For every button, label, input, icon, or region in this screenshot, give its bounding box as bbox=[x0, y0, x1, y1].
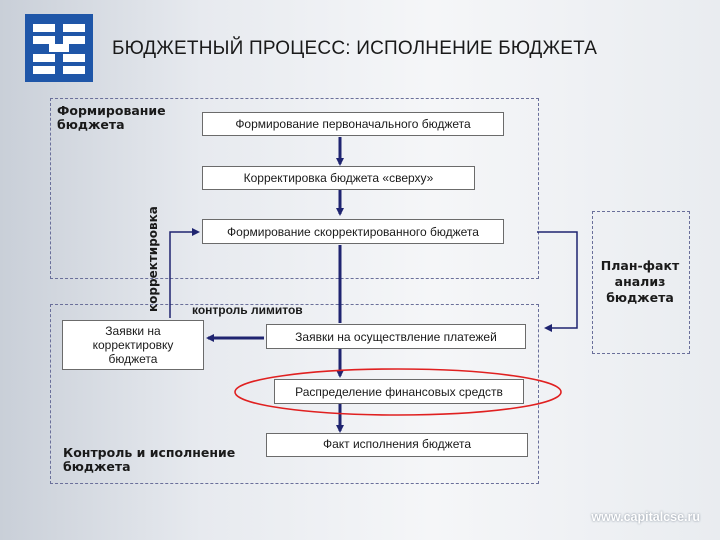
initial-budget-label: Формирование первоначального бюджета bbox=[235, 117, 471, 131]
plan-fact-label: План-факт анализ бюджета bbox=[600, 258, 680, 305]
formation-region bbox=[50, 98, 539, 279]
payment-requests-label: Заявки на осуществление платежей bbox=[295, 329, 497, 344]
adjusted-budget-box: Формирование скорректированного бюджета bbox=[202, 219, 504, 244]
control-region-label: Контроль и исполнение бюджета bbox=[63, 445, 236, 474]
highlight-ellipse bbox=[234, 368, 562, 416]
adjusted-budget-label: Формирование скорректированного бюджета bbox=[227, 224, 479, 239]
correction-requests-box: Заявки на корректировку бюджета bbox=[62, 320, 204, 370]
formation-region-label: Формирование бюджета bbox=[57, 103, 166, 132]
company-logo-icon bbox=[25, 14, 93, 82]
correction-vertical-label: корректировка bbox=[146, 206, 160, 312]
page-title: БЮДЖЕТНЫЙ ПРОЦЕСС: ИСПОЛНЕНИЕ БЮДЖЕТА bbox=[112, 38, 598, 59]
limit-control-label: контроль лимитов bbox=[192, 303, 303, 317]
arrow-planfact-feedback bbox=[537, 231, 578, 332]
plan-fact-region bbox=[592, 211, 690, 354]
correction-requests-label: Заявки на корректировку бюджета bbox=[92, 324, 174, 366]
arrow-correction-loop bbox=[169, 228, 200, 318]
control-region bbox=[50, 304, 539, 484]
funds-distribution-label: Распределение финансовых средств bbox=[295, 384, 503, 399]
initial-budget-box: Формирование первоначального бюджета bbox=[202, 112, 504, 136]
funds-distribution-box: Распределение финансовых средств bbox=[274, 379, 524, 404]
footer-url: www.capitalcse.ru bbox=[591, 510, 700, 524]
top-down-label: Корректировка бюджета «сверху» bbox=[243, 171, 434, 185]
top-down-box: Корректировка бюджета «сверху» bbox=[202, 166, 475, 190]
payment-requests-box: Заявки на осуществление платежей bbox=[266, 324, 526, 349]
actual-execution-box: Факт исполнения бюджета bbox=[266, 433, 528, 457]
actual-execution-label: Факт исполнения бюджета bbox=[322, 437, 472, 451]
